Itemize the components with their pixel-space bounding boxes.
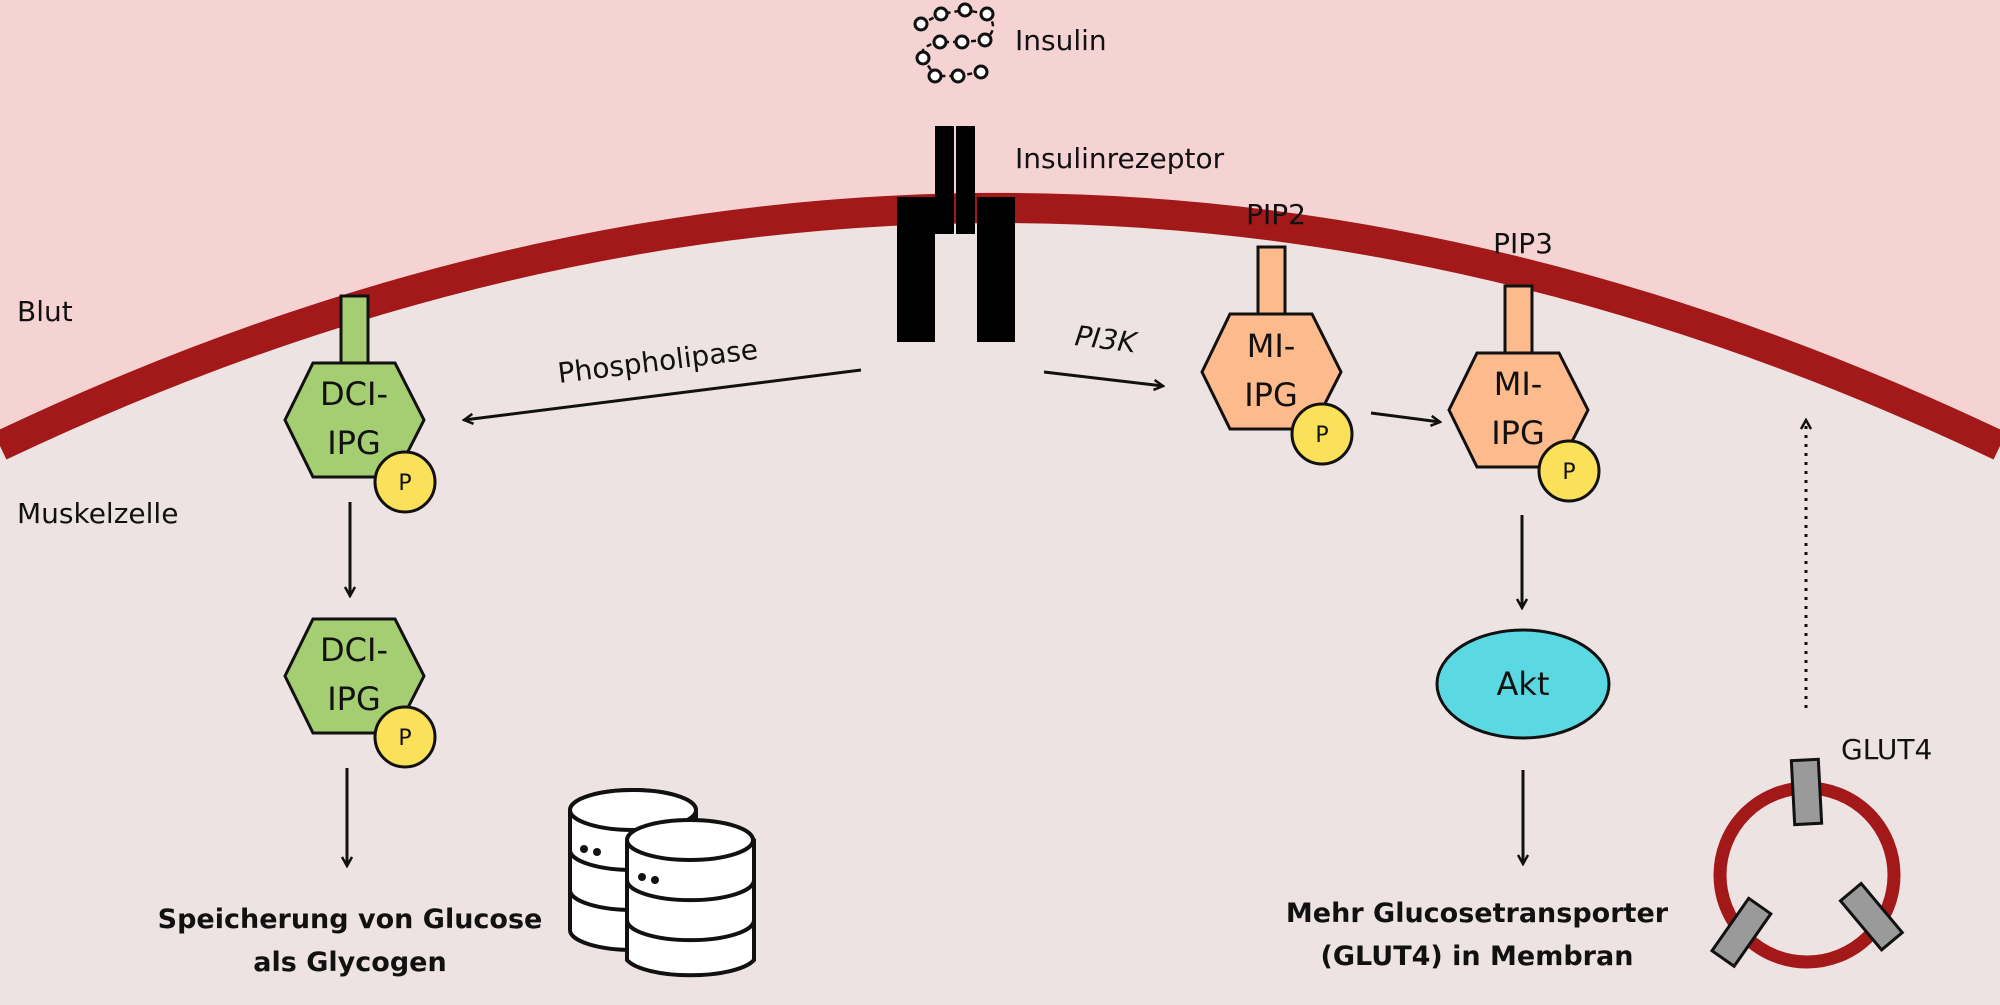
label-pip3: PIP3 (1493, 227, 1553, 260)
dci-ipg-label-2: IPG (327, 424, 381, 462)
label-insulin: Insulin (1015, 24, 1107, 57)
mi-ipg-label-1: MI- (1247, 327, 1296, 365)
dci-ipg-label-1: DCI- (320, 375, 388, 413)
arrow-pip2-to-pip3 (1370, 411, 1440, 422)
phosphate-label: P (1315, 423, 1328, 448)
label-glut4: GLUT4 (1841, 733, 1932, 766)
label-blut: Blut (17, 295, 73, 328)
phosphate-icon (1537, 439, 1601, 503)
arrow-pi3k (1043, 370, 1163, 386)
mi-ipg-label-2: IPG (1491, 414, 1545, 452)
glycogen-outcome-line-2: als Glycogen (253, 947, 446, 978)
phosphate-label: P (398, 471, 411, 496)
glut4-transporter-icon (1789, 757, 1824, 827)
mi-ipg-label-2: IPG (1244, 376, 1298, 414)
mi-ipg-pip2: MI- IPG P (1200, 245, 1354, 466)
label-akt: Akt (1497, 665, 1550, 703)
label-phospholipase: Phospholipase (556, 333, 760, 390)
label-pip2: PIP2 (1246, 198, 1306, 231)
mi-ipg-label-1: MI- (1494, 365, 1543, 403)
dci-ipg-label-1: DCI- (320, 631, 388, 669)
dci-ipg-cytoplasm: DCI- IPG P (283, 617, 437, 769)
database-icon (568, 788, 756, 978)
phosphate-label: P (1562, 460, 1575, 485)
phosphate-icon (1290, 402, 1354, 466)
phosphate-label: P (398, 726, 411, 751)
label-pi3k: PI3K (1073, 319, 1141, 360)
blood-region (0, 0, 2000, 446)
dci-ipg-membrane: DCI- IPG P (283, 294, 437, 514)
glycogen-outcome-line-1: Speicherung von Glucose (158, 904, 543, 935)
phosphate-icon (373, 705, 437, 769)
insulin-icon (913, 2, 995, 84)
label-insulinrezeptor: Insulinrezeptor (1015, 142, 1225, 175)
glut4-outcome-line-2: (GLUT4) in Membran (1321, 941, 1634, 972)
phosphate-icon (373, 450, 437, 514)
glut4-transporter-icon (1838, 881, 1905, 952)
glut4-vesicle (1709, 757, 1905, 969)
insulin-receptor (897, 126, 1015, 342)
glut4-transporter-icon (1709, 896, 1773, 969)
akt-node (1435, 628, 1611, 740)
arrow-phospholipase (464, 368, 862, 420)
dci-ipg-label-2: IPG (327, 680, 381, 718)
glut4-outcome-line-1: Mehr Glucosetransporter (1286, 898, 1669, 929)
mi-ipg-pip3: MI- IPG P (1447, 284, 1601, 503)
label-muskelzelle: Muskelzelle (17, 497, 178, 530)
